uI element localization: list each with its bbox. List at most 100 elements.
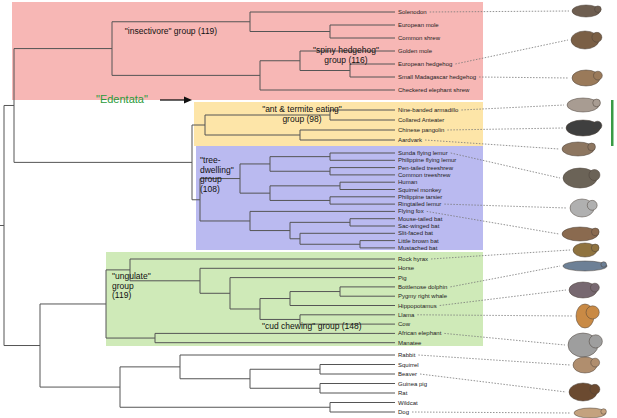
taxon-label: Cow <box>398 320 410 328</box>
tree-branch <box>200 178 240 179</box>
tree-branch <box>320 393 395 394</box>
tree-branch <box>192 125 205 126</box>
taxon-label: Wildcat <box>398 399 418 407</box>
taxon-label: Rat <box>398 389 407 397</box>
tree-branch <box>250 230 290 231</box>
taxon-label: Ringtailed lemur <box>398 200 441 208</box>
tree-branch <box>330 38 395 39</box>
tree-branch <box>130 280 200 281</box>
leader-line <box>425 140 559 149</box>
tree-branch <box>112 21 250 22</box>
taxon-label: Golden mole <box>398 47 432 55</box>
tree-branch <box>200 293 230 294</box>
animal-head <box>592 32 602 42</box>
tree-branch <box>180 355 395 356</box>
clade-bracket <box>611 100 614 146</box>
taxon-label: Sac-winged bat <box>398 222 439 230</box>
tree-branch <box>320 383 395 384</box>
group-label: "cud chewing" group (148) <box>262 322 382 332</box>
tree-branch <box>340 286 395 287</box>
taxon-label: Manatee <box>398 339 421 347</box>
leader-line <box>451 153 560 178</box>
taxon-label: Llama <box>398 311 414 319</box>
taxon-label: Pig <box>398 274 407 282</box>
tree-branch <box>120 407 330 408</box>
tree-branch <box>300 324 395 325</box>
animal-head <box>586 306 599 319</box>
callout-arrow <box>160 99 186 100</box>
taxon-label: Common treeshrew <box>398 171 450 179</box>
tree-branch <box>260 319 300 320</box>
taxon-label: Aardvark <box>398 136 422 144</box>
tree-branch <box>106 269 130 270</box>
leader-line <box>479 77 569 78</box>
tree-branch <box>4 105 14 106</box>
tree-branch <box>330 412 395 413</box>
tree-branch <box>270 171 330 172</box>
taxon-label: Horse <box>398 264 414 272</box>
taxon-label: Dog <box>398 408 409 416</box>
tree-branch <box>192 199 200 200</box>
leader-line <box>455 40 568 64</box>
animal-head <box>589 170 600 181</box>
tree-branch <box>230 308 260 309</box>
tree-branch <box>250 388 320 389</box>
tree-branch <box>200 220 250 221</box>
taxon-label: Mustached bat <box>398 244 437 252</box>
taxon-label: Hippopotamus <box>398 302 437 310</box>
tree-branch <box>155 333 395 334</box>
taxon-label: European mole <box>398 21 439 29</box>
taxon-label: Beaver <box>398 370 417 378</box>
tree-branch <box>300 233 395 234</box>
taxon-label: Sunda flying lemur <box>398 149 448 157</box>
tree-branch <box>330 196 395 197</box>
taxon-label: Solenodon <box>398 8 427 16</box>
tree-branch <box>130 259 395 260</box>
tree-branch <box>330 167 395 168</box>
leader-line <box>427 211 559 234</box>
tree-branch <box>155 342 395 343</box>
tree-branch <box>300 314 395 315</box>
tree-branch <box>330 204 395 205</box>
taxon-label: Rabbit <box>398 351 415 359</box>
taxon-label: Bottlenose dolphin <box>398 283 447 291</box>
leader-line <box>420 374 566 392</box>
tree-branch <box>330 153 395 154</box>
taxon-label: Rock hyrax <box>398 255 428 263</box>
tree-branch <box>40 387 120 388</box>
group-label: "spiny hedgehog" group (116) <box>308 46 384 65</box>
leader-line <box>431 250 570 259</box>
tree-branch <box>340 189 395 190</box>
tree-branch <box>270 156 330 157</box>
tree-branch <box>330 25 395 26</box>
taxon-label: Chinese pangolin <box>398 126 444 134</box>
taxon-label: European hedgehog <box>398 60 452 68</box>
tree-branch <box>180 378 250 379</box>
tree-branch <box>360 247 395 248</box>
tree-branch <box>120 366 180 367</box>
animal-head <box>601 409 607 415</box>
tree-branch <box>240 193 270 194</box>
leader-line <box>447 128 563 130</box>
tree-branch <box>300 70 350 71</box>
tree-branch <box>14 48 112 49</box>
tree-branch <box>260 90 395 91</box>
tree-branch <box>0 225 4 226</box>
tree-branch <box>300 51 395 52</box>
animal-head <box>593 99 601 107</box>
tree-branch <box>340 296 395 297</box>
taxon-label: Guinea pig <box>398 380 427 388</box>
tree-branch <box>350 226 395 227</box>
tree-branch <box>330 110 395 111</box>
group-label: "ant & termite eating" group (98) <box>256 105 348 124</box>
tree-branch <box>230 277 395 278</box>
tree-branch <box>240 163 270 164</box>
taxon-label: Checkered elephant shrew <box>398 86 469 94</box>
taxon-label: Squirrel monkey <box>398 186 441 194</box>
taxon-label: African elephant <box>398 329 441 337</box>
tree-branch <box>4 345 40 346</box>
leader-line <box>444 333 565 345</box>
animal-head <box>587 200 597 210</box>
